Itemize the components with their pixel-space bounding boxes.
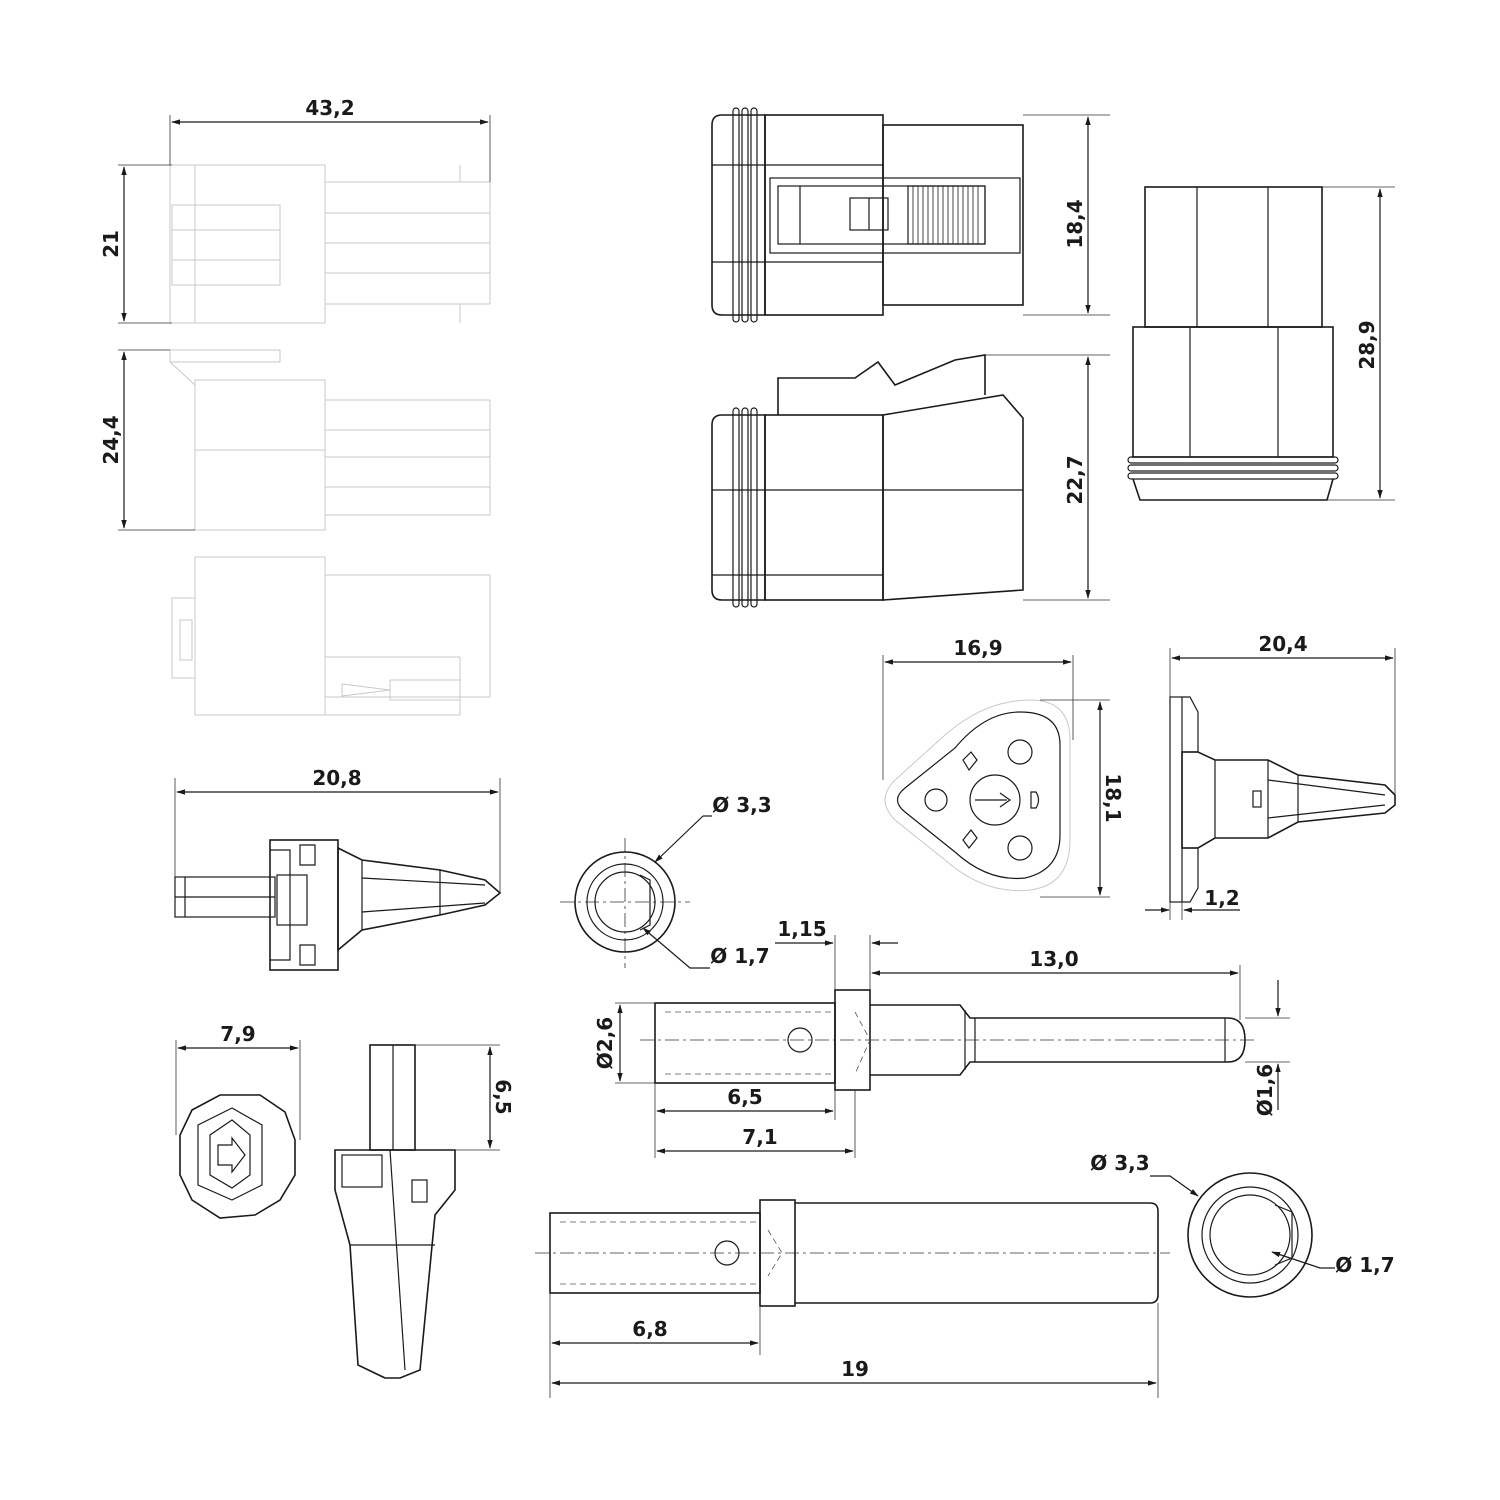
dim-28-9: 28,9 (1355, 188, 1383, 499)
dim-18-1: 18,1 (1097, 701, 1125, 896)
dim-text: 6,8 (632, 1317, 667, 1341)
dim-16-9: 16,9 (884, 636, 1072, 665)
dim-6-5: 6,5 (487, 1046, 515, 1149)
dim-1-2: 1,2 (1145, 886, 1240, 913)
plug-side-view (1169, 648, 1396, 920)
dim-text: 20,8 (312, 766, 361, 790)
socket-contact (535, 1199, 1170, 1398)
dim-18-4: 18,4 (1063, 116, 1091, 314)
dim-6-5-pin: 6,5 (656, 1085, 834, 1114)
dim-22-7: 22,7 (1063, 356, 1091, 599)
housing-front-side-view (711, 354, 1110, 608)
housing-end-view (1127, 186, 1395, 501)
dim-text: Ø1,6 (1253, 1064, 1277, 1116)
housing-side-view (118, 349, 491, 531)
dim-13-0: 13,0 (871, 947, 1239, 976)
dim-dia-1-6: Ø1,6 (1253, 980, 1281, 1116)
dim-43-2: 43,2 (169, 96, 491, 182)
dim-text: 13,0 (1029, 947, 1078, 971)
wedge-side-view (174, 778, 502, 971)
dim-20-8: 20,8 (176, 766, 499, 795)
connector-face-view (882, 655, 1110, 898)
dim-text: 1,15 (777, 917, 826, 941)
dim-text: 24,4 (99, 415, 123, 464)
dim-1-15: 1,15 (775, 917, 898, 946)
wedge-face-view (175, 1040, 301, 1219)
dim-text: 28,9 (1355, 320, 1379, 369)
dim-text: 7,9 (220, 1022, 255, 1046)
dim-6-8: 6,8 (551, 1317, 759, 1346)
dim-text: 18,4 (1063, 199, 1087, 248)
dim-text: Ø2,6 (593, 1017, 617, 1069)
dim-text: 6,5 (727, 1085, 762, 1109)
dim-text: 7,1 (742, 1125, 777, 1149)
housing-front-top-view (711, 107, 1110, 323)
housing-bottom-view (171, 556, 491, 716)
dim-socket2-inner: Ø 1,7 (1335, 1253, 1394, 1277)
dim-text: 20,4 (1258, 632, 1307, 656)
dim-text: 22,7 (1063, 455, 1087, 504)
dim-text: 21 (99, 230, 123, 258)
dim-text: 6,5 (491, 1079, 515, 1114)
dim-text: 1,2 (1204, 886, 1239, 910)
dim-text: 43,2 (305, 96, 354, 120)
dim-21: 21 (99, 166, 127, 322)
dim-text: 18,1 (1101, 773, 1125, 822)
dim-dia-2-6: Ø2,6 (593, 1004, 623, 1082)
dim-20-4: 20,4 (1171, 632, 1394, 661)
socket2-end-view (1150, 1172, 1335, 1298)
dim-socket-outer: Ø 3,3 (712, 793, 771, 817)
socket-end-view (560, 815, 712, 969)
wedge-front-view (334, 1044, 500, 1379)
dim-socket-inner: Ø 1,7 (710, 944, 769, 968)
dim-7-9: 7,9 (177, 1022, 299, 1051)
dim-socket2-outer: Ø 3,3 (1090, 1151, 1149, 1175)
pin-contact (615, 935, 1290, 1158)
dim-24-4: 24,4 (99, 351, 127, 529)
dim-text: 16,9 (953, 636, 1002, 660)
housing-top-view (118, 164, 491, 324)
dim-text: 19 (841, 1357, 869, 1381)
dim-19: 19 (551, 1357, 1157, 1386)
dim-7-1: 7,1 (656, 1125, 854, 1154)
